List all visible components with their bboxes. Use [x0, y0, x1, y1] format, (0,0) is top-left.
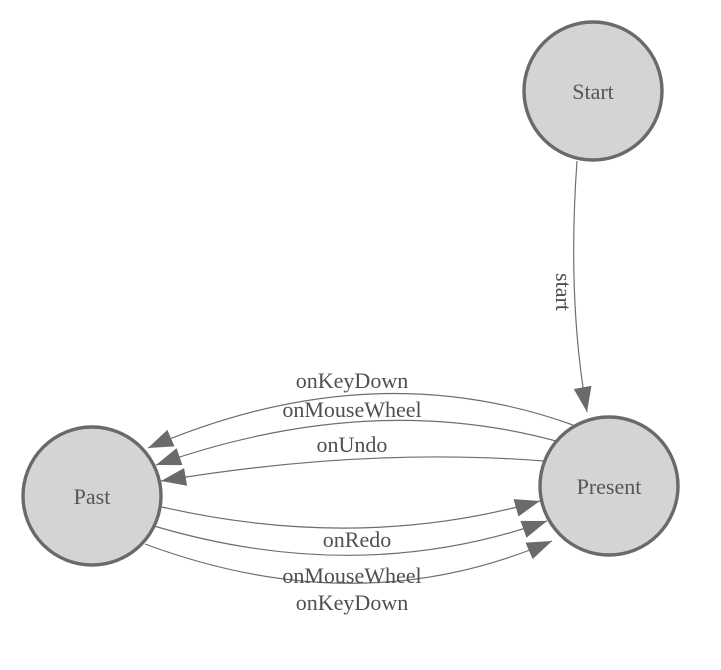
edge-start-to-present	[573, 160, 592, 413]
edge-past-to-present-onkeydown	[144, 540, 553, 584]
node-label-start: Start	[572, 79, 614, 104]
edge-present-to-past-onundo	[160, 456, 545, 486]
edge-label-onredo: onRedo	[323, 527, 391, 552]
state-node-start[interactable]	[522, 20, 664, 162]
edge-present-to-past-onmousewheel	[155, 419, 557, 466]
node-label-present: Present	[577, 474, 642, 499]
edge-label-onmousewheel-top: onMouseWheel	[282, 397, 421, 422]
edge-past-to-present-onredo	[161, 499, 541, 529]
node-label-past: Past	[74, 484, 111, 509]
state-node-past[interactable]	[21, 425, 163, 567]
edge-label-onmousewheel-bottom: onMouseWheel	[282, 563, 421, 588]
edge-label-onundo: onUndo	[317, 432, 388, 457]
edge-present-to-past-onkeydown	[147, 392, 574, 449]
edge-past-to-present-onmousewheel	[153, 520, 548, 556]
edge-label-start: start	[551, 273, 576, 311]
state-node-present[interactable]	[538, 415, 680, 557]
edge-label-onkeydown-top: onKeyDown	[296, 368, 408, 393]
edge-label-onkeydown-bottom: onKeyDown	[296, 590, 408, 615]
